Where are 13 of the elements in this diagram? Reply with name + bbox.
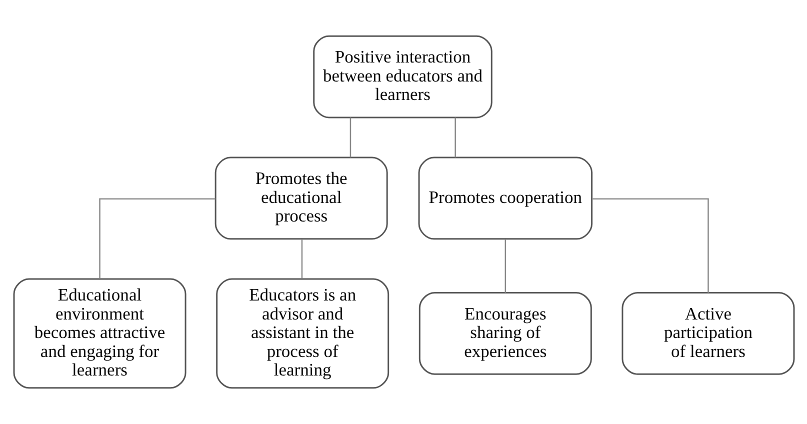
- node-box: Educators is an advisor and assistant in the process of learning: [216, 278, 389, 389]
- node-box: Promotes the educational process: [214, 156, 388, 240]
- connector: [300, 239, 302, 279]
- node-box: Educational environment becomes attractive and engaging for learners: [12, 278, 186, 389]
- connector: [98, 198, 215, 279]
- connector: [454, 118, 456, 158]
- node-box: Positive interaction between educators and learners: [312, 35, 492, 118]
- node-box: Encourages sharing of experiences: [418, 292, 592, 375]
- node-box: Active participation of learners: [621, 292, 794, 375]
- connector: [349, 118, 351, 158]
- connector: [592, 198, 708, 293]
- node-box: Promotes cooperation: [418, 156, 592, 240]
- connector: [504, 239, 506, 293]
